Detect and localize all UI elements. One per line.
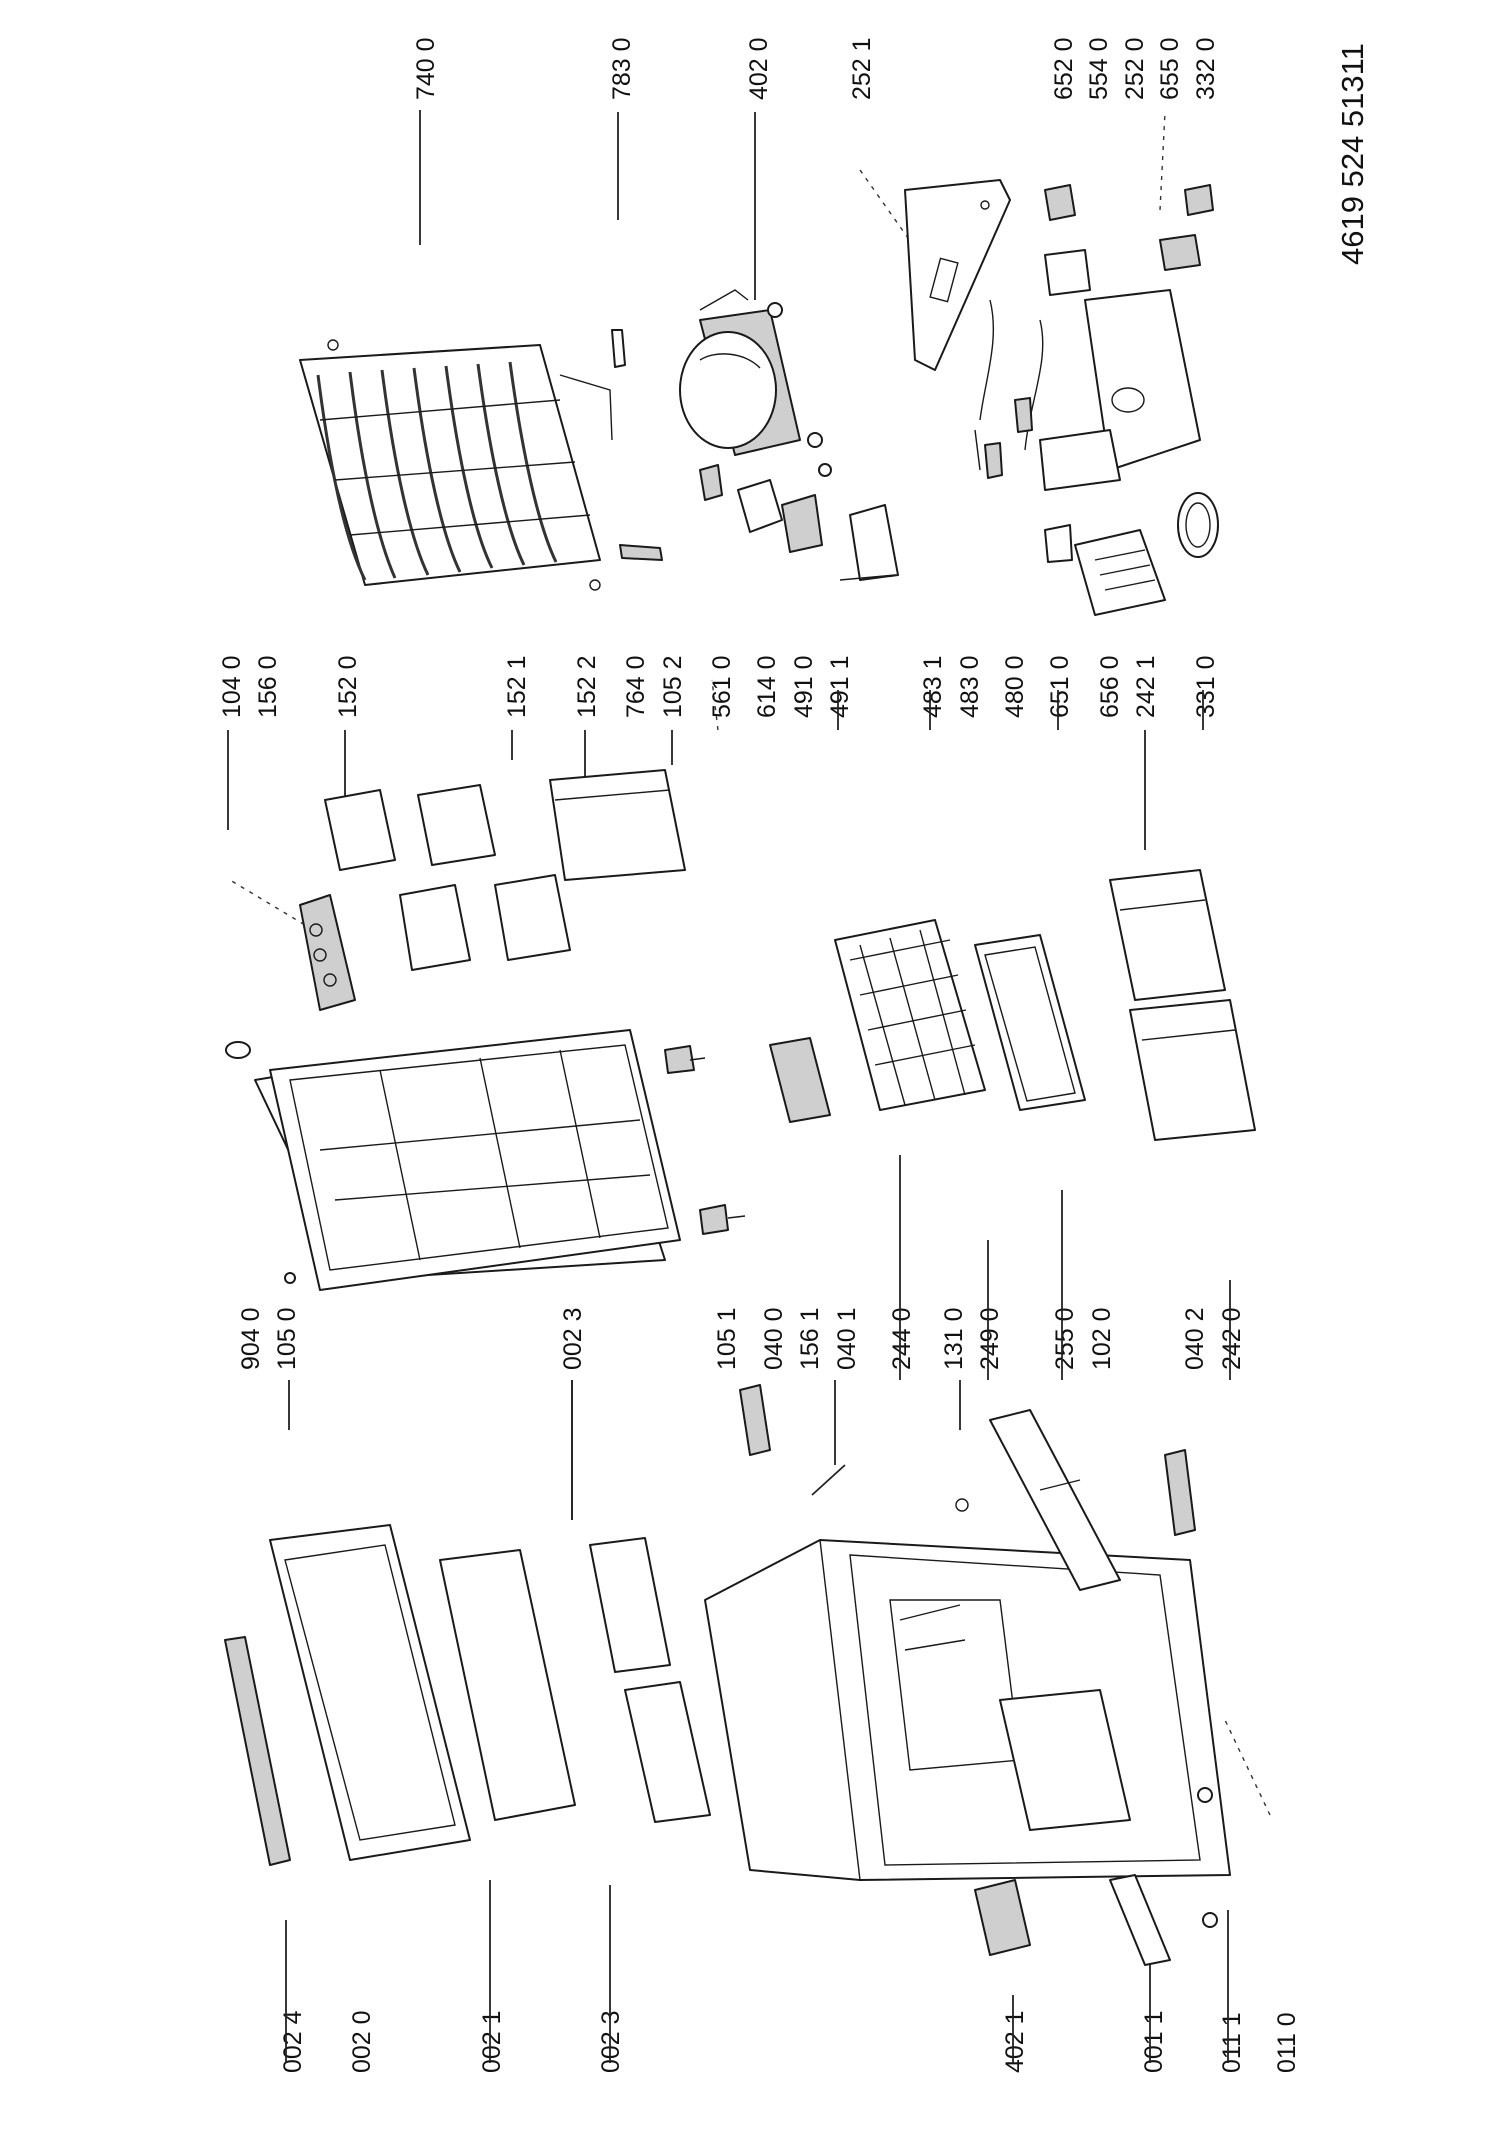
label-2421: 242 1 bbox=[1132, 655, 1160, 718]
label-7400: 740 0 bbox=[412, 37, 440, 100]
wire-shelf bbox=[834, 919, 986, 1111]
label-1020: 102 0 bbox=[1088, 1307, 1116, 1370]
lamp-cover bbox=[1044, 524, 1166, 616]
label-4020: 402 0 bbox=[745, 37, 773, 100]
door-decor-panels bbox=[589, 1537, 711, 1823]
door-liner bbox=[225, 1029, 681, 1291]
label-3320: 332 0 bbox=[1192, 37, 1220, 100]
label-0023-left: 002 3 bbox=[597, 2010, 625, 2073]
label-1560: 156 0 bbox=[254, 655, 282, 718]
label-1052: 105 2 bbox=[659, 655, 687, 718]
labels-upper-middle: 904 0 105 0 bbox=[237, 1307, 301, 1370]
label-4911: 491 1 bbox=[826, 655, 854, 718]
cabinet-body bbox=[704, 1539, 1231, 1881]
labels-left-column: 002 4 002 0 002 1 002 3 402 1 001 1 011 … bbox=[279, 2010, 1301, 2073]
label-2490: 249 0 bbox=[976, 1307, 1004, 1370]
door-handle bbox=[224, 1636, 291, 1866]
label-9040: 904 0 bbox=[237, 1307, 265, 1370]
label-6510: 651 0 bbox=[1046, 655, 1074, 718]
label-2420: 242 0 bbox=[1218, 1307, 1246, 1370]
label-1050: 105 0 bbox=[273, 1307, 301, 1370]
door-shelves bbox=[324, 769, 686, 971]
label-4800: 480 0 bbox=[1001, 655, 1029, 718]
compressor bbox=[679, 289, 832, 477]
condenser-coil bbox=[299, 339, 613, 591]
label-0402: 040 2 bbox=[1181, 1307, 1209, 1370]
egg-tray bbox=[299, 894, 356, 1011]
label-0110: 011 0 bbox=[1273, 2012, 1301, 2073]
label-4021: 402 1 bbox=[1001, 2010, 1029, 2073]
label-5540: 554 0 bbox=[1085, 37, 1113, 100]
label-7830: 783 0 bbox=[608, 37, 636, 100]
label-6560: 656 0 bbox=[1096, 655, 1124, 718]
label-4910: 491 0 bbox=[790, 655, 818, 718]
relay-overload-set bbox=[699, 464, 899, 581]
label-1310: 131 0 bbox=[940, 1307, 968, 1370]
label-6520: 652 0 bbox=[1050, 37, 1078, 100]
label-7640: 764 0 bbox=[622, 655, 650, 718]
hinge-screws bbox=[739, 1384, 1196, 1536]
label-0401: 040 1 bbox=[833, 1307, 861, 1370]
label-0111: 011 1 bbox=[1218, 2012, 1246, 2073]
label-6140: 614 0 bbox=[753, 655, 781, 718]
wiring-harness bbox=[974, 299, 1044, 479]
label-1561: 156 1 bbox=[796, 1307, 824, 1370]
label-0020: 002 0 bbox=[348, 2010, 376, 2073]
label-0400: 040 0 bbox=[760, 1307, 788, 1370]
label-1521: 152 1 bbox=[503, 655, 531, 718]
leader-lines bbox=[227, 110, 1271, 2063]
door-inner-panel bbox=[439, 1549, 576, 1821]
ice-tray bbox=[769, 1037, 831, 1123]
label-4830: 483 0 bbox=[956, 655, 984, 718]
filter-drier bbox=[611, 329, 663, 561]
base-rail bbox=[974, 1787, 1218, 1966]
label-2521: 252 1 bbox=[848, 37, 876, 100]
mounting-bracket bbox=[904, 179, 1011, 371]
glass-shelf bbox=[974, 934, 1086, 1111]
label-0021: 002 1 bbox=[478, 2010, 506, 2073]
label-0011: 001 1 bbox=[1140, 2010, 1168, 2073]
label-1040: 104 0 bbox=[218, 655, 246, 718]
crisper-drawers bbox=[1109, 869, 1256, 1141]
label-6550: 655 0 bbox=[1156, 37, 1184, 100]
label-2520: 252 0 bbox=[1121, 37, 1149, 100]
label-2440: 244 0 bbox=[888, 1307, 916, 1370]
label-1522: 152 2 bbox=[573, 655, 601, 718]
labels-center: 104 0 156 0 152 0 152 1 152 2 764 0 105 … bbox=[218, 655, 1220, 718]
label-0023-mid: 002 3 bbox=[559, 1307, 587, 1370]
hinge-parts bbox=[664, 1045, 746, 1235]
labels-top: 740 0 783 0 402 0 252 1 652 0 554 0 252 … bbox=[412, 37, 1220, 100]
freezer-flap bbox=[989, 1409, 1121, 1591]
label-4831: 483 1 bbox=[919, 655, 947, 718]
sealing-ring bbox=[1177, 492, 1219, 558]
label-0024: 002 4 bbox=[279, 2010, 307, 2073]
thermostat-housing bbox=[1039, 184, 1214, 491]
label-1520: 152 0 bbox=[334, 655, 362, 718]
labels-lower-middle: 002 3 105 1 040 0 156 1 040 1 131 0 249 … bbox=[559, 1307, 1246, 1370]
label-2550: 255 0 bbox=[1051, 1307, 1079, 1370]
label-3310: 331 0 bbox=[1192, 655, 1220, 718]
document-number: 4619 524 51311 bbox=[1335, 43, 1370, 265]
door-outer-panel bbox=[269, 1524, 471, 1861]
label-1051: 105 1 bbox=[713, 1307, 741, 1370]
